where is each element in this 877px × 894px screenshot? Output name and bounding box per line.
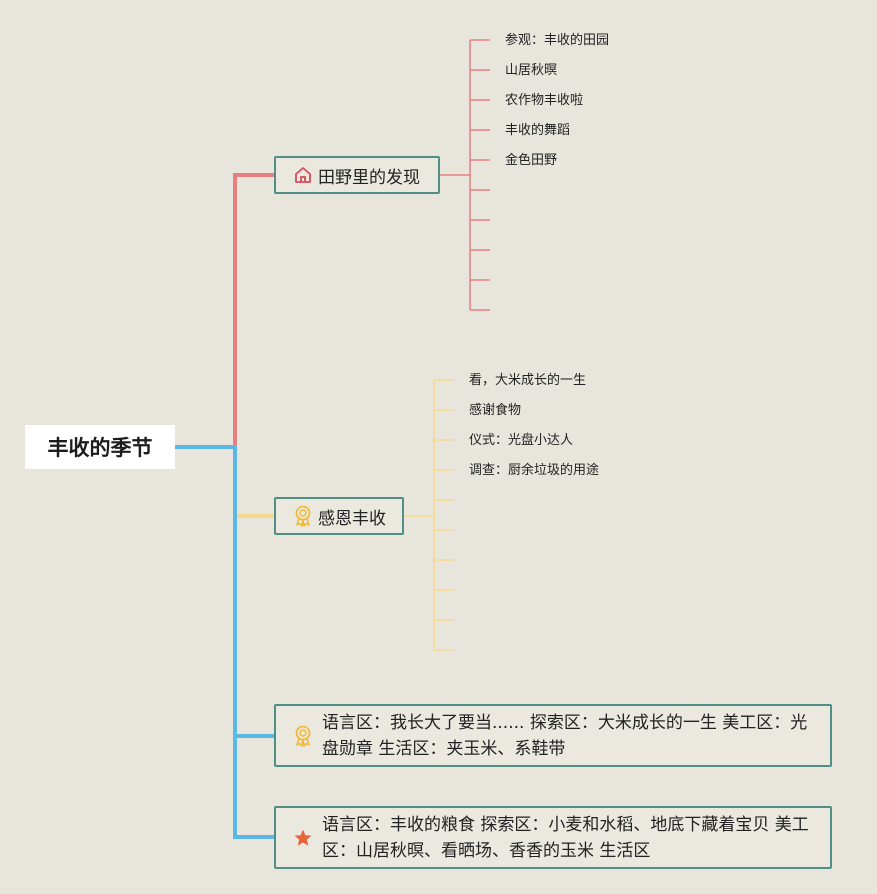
topic-label: 语言区：丰收的粮食 探索区：小麦和水稻、地底下藏着宝贝 美工区：山居秋暝、看晒场… — [322, 814, 809, 861]
topic-label: 感恩丰收 — [318, 508, 386, 529]
topic-gratitude-harvest[interactable]: 感恩丰收 — [274, 497, 404, 535]
leaf-bracket-branch1 — [440, 39, 490, 311]
root-topic-label: 丰收的季节 — [47, 436, 153, 460]
connector-root-branch3 — [175, 445, 275, 738]
connector-root-branch1 — [175, 173, 275, 449]
leaf-kitchen-waste[interactable]: 调查：厨余垃圾的用途 — [469, 463, 600, 478]
leaf-harvest-dance[interactable]: 丰收的舞蹈 — [505, 123, 571, 138]
star-icon — [292, 827, 314, 849]
leaf-clean-plate[interactable]: 仪式：光盘小达人 — [469, 433, 574, 448]
leaf-autumn-mountain[interactable]: 山居秋暝 — [505, 63, 558, 78]
root-topic[interactable]: 丰收的季节 — [25, 425, 175, 469]
topic-label: 语言区：我长大了要当...... 探索区：大米成长的一生 美工区：光盘勋章 生活… — [322, 712, 808, 759]
medal-icon — [292, 725, 314, 747]
topic-label: 田野里的发现 — [318, 167, 420, 188]
leaf-crop-harvest[interactable]: 农作物丰收啦 — [505, 93, 584, 108]
topic-activity-areas-1[interactable]: 语言区：我长大了要当...... 探索区：大米成长的一生 美工区：光盘勋章 生活… — [274, 704, 832, 767]
house-icon — [292, 164, 314, 186]
leaf-golden-field[interactable]: 金色田野 — [505, 153, 558, 168]
leaf-thank-food[interactable]: 感谢食物 — [469, 403, 522, 418]
leaf-visit-harvest-field[interactable]: 参观：丰收的田园 — [505, 33, 610, 48]
leaf-rice-life[interactable]: 看，大米成长的一生 — [469, 373, 587, 388]
connector-root-branch4 — [233, 736, 275, 839]
medal-icon — [292, 505, 314, 527]
leaf-bracket-branch2 — [404, 379, 454, 651]
topic-activity-areas-2[interactable]: 语言区：丰收的粮食 探索区：小麦和水稻、地底下藏着宝贝 美工区：山居秋暝、看晒场… — [274, 806, 832, 869]
topic-field-discovery[interactable]: 田野里的发现 — [274, 156, 440, 194]
